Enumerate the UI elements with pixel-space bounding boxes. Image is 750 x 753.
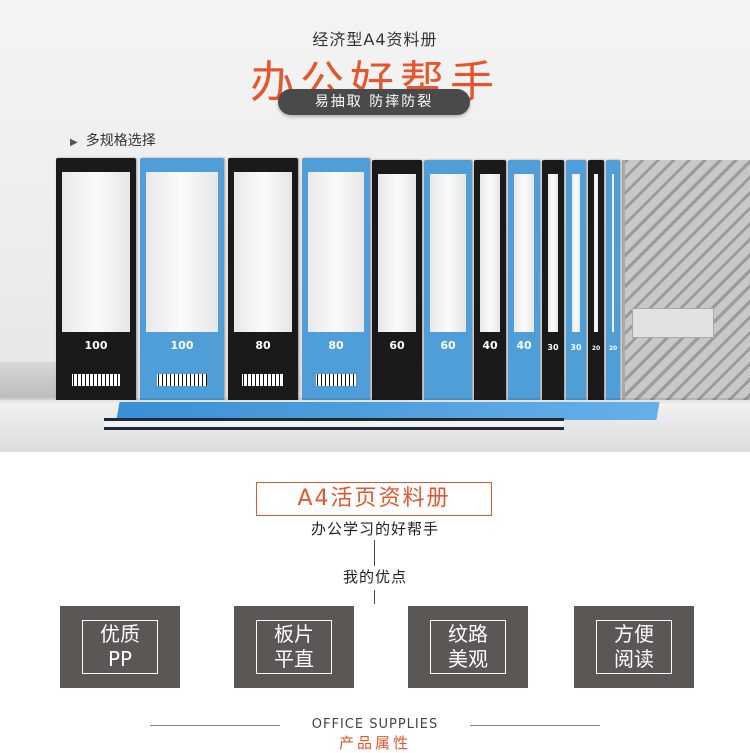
binder-label-window [378,174,416,332]
binder-pocket-count: 40 [482,339,498,352]
binder-blue: 60 [424,160,472,400]
section-title: A4活页资料册 [256,482,492,516]
feature-card-line2: 平直 [274,647,314,671]
binder-pocket-count: 100 [170,339,194,352]
binder-pocket-count: 30 [547,343,559,352]
feature-card-frame: 纹路 美观 [430,620,506,674]
feature-card-frame: 板片 平直 [256,620,332,674]
feature-card-line2: 美观 [448,647,488,671]
feature-card-line2: PP [107,647,133,671]
product-subtitle: 经济型A4资料册 [312,30,438,49]
feature-card-line1: 纹路 [448,622,488,646]
feature-card-line1: 优质 [100,622,140,646]
desk-shadow [0,398,750,404]
binder-pocket-count: 30 [570,343,582,352]
binder-label-window [572,174,580,332]
binder-black: 80 [228,158,298,400]
advantages-heading: 我的优点 [342,568,407,586]
binder-label-window [548,174,558,332]
spec-label-text: 多规格选择 [85,133,156,149]
binder-pocket-count: 60 [389,339,405,352]
feature-card: 纹路 美观 [408,606,528,688]
barcode [156,374,208,386]
feature-card-line2: 阅读 [614,647,654,671]
binder-black: 20 [588,160,604,400]
binder-label-window [234,172,292,332]
binder-blue: 30 [566,160,586,400]
office-supplies-label: OFFICE SUPPLIES [311,717,439,732]
product-attributes-heading: 产品属性 [338,734,411,752]
binder-blue: 100 [140,158,224,400]
spec-label: ▶ 多规格选择 [70,130,156,150]
divider-left [150,725,280,726]
tray-label-card [632,308,714,338]
feature-card-line1: 方便 [614,622,654,646]
feature-card: 方便 阅读 [574,606,694,688]
binder-black: 30 [542,160,564,400]
binder-pocket-count: 100 [84,339,108,352]
binder-blue: 80 [302,158,370,400]
feature-card: 优质 PP [60,606,180,688]
desk-file-tray [622,160,750,400]
binder-label-window [514,174,534,332]
binder-pocket-count: 40 [516,339,532,352]
feature-tag: 易抽取 防摔防裂 [278,89,470,115]
binder-label-window [146,172,218,332]
binder-black: 100 [56,158,136,400]
feature-card-line1: 板片 [274,622,314,646]
feature-card: 板片 平直 [234,606,354,688]
binder-pocket-count: 20 [591,345,601,352]
divider-right [470,725,600,726]
connector-line [374,590,375,604]
desk-device [0,362,58,398]
binder-pocket-count: 80 [255,339,271,352]
binder-black: 60 [372,160,422,400]
feature-card-frame: 优质 PP [82,620,158,674]
binder-pocket-count: 20 [608,345,618,352]
connector-line [374,540,375,566]
play-arrow-icon: ▶ [70,137,78,148]
barcode [72,374,120,386]
binder-black: 40 [474,160,506,400]
binder-label-window [612,174,614,332]
barcode [315,374,357,386]
binder-label-window [62,172,130,332]
binder-blue: 20 [606,160,620,400]
binder-label-window [594,174,598,332]
lying-dark-binder [104,418,564,430]
barcode [242,374,284,386]
binder-stripe [104,421,564,427]
binder-pocket-count: 60 [440,339,456,352]
binder-pocket-count: 80 [328,339,344,352]
binder-label-window [430,174,466,332]
binder-label-window [480,174,500,332]
feature-card-frame: 方便 阅读 [596,620,672,674]
section-tagline: 办公学习的好帮手 [310,520,439,538]
binder-blue: 40 [508,160,540,400]
binder-label-window [308,172,364,332]
